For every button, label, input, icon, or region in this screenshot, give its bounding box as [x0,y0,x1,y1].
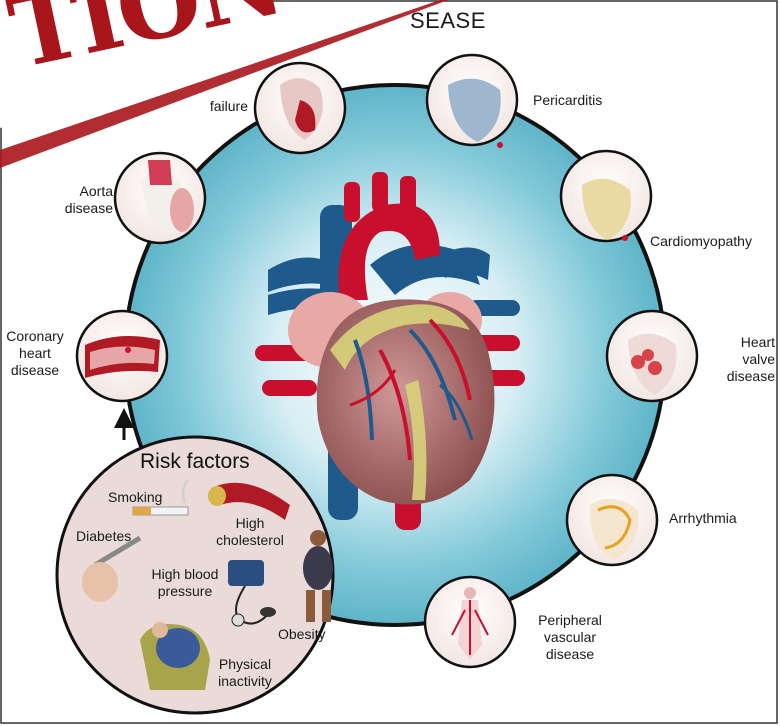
label-high-blood-pressure: High blood pressure [140,566,230,600]
label-pericarditis: Pericarditis [533,92,602,109]
label-diabetes: Diabetes [76,528,131,545]
bubble-arrhythmia [567,475,657,565]
label-coronary-line1: Coronary [0,328,70,345]
label-inactivity-line1: Physical [210,656,280,673]
bubble-valve [607,311,697,401]
label-high-cholesterol: High cholesterol [205,515,295,549]
bubble-cardiomyopathy [561,151,651,241]
label-peripheral-line3: disease [525,646,615,663]
label-aorta-line1: Aorta [40,183,113,200]
label-peripheral-line1: Peripheral [525,612,615,629]
label-coronary-heart-disease: Coronary heart disease [0,328,70,379]
label-physical-inactivity: Physical inactivity [210,656,280,690]
label-heart-valve-disease: Heart valve disease [700,334,775,385]
label-coronary-line3: disease [0,362,70,379]
label-aorta-line2: disease [40,200,113,217]
bubble-aorta [115,153,205,243]
label-coronary-line2: heart [0,345,70,362]
label-valve-line2: valve [700,351,775,368]
label-blood-pressure-line2: pressure [140,583,230,600]
bubble-peripheral [425,577,515,667]
label-cholesterol-line1: High [205,515,295,532]
label-peripheral-line2: vascular [525,629,615,646]
risk-factors-title: Risk factors [140,450,250,474]
label-arrhythmia: Arrhythmia [669,510,737,527]
label-inactivity-line2: inactivity [210,673,280,690]
label-cardiomyopathy: Cardiomyopathy [650,233,752,250]
label-cholesterol-line2: cholesterol [205,532,295,549]
diagram-title-fragment: SEASE [410,8,486,34]
label-valve-line3: disease [700,368,775,385]
bubble-coronary [77,311,167,401]
label-smoking: Smoking [108,489,162,506]
label-blood-pressure-line1: High blood [140,566,230,583]
label-valve-line1: Heart [700,334,775,351]
label-aorta-disease: Aorta disease [40,183,113,217]
label-heart-failure: failure [180,98,248,115]
label-peripheral-vascular-disease: Peripheral vascular disease [525,612,615,663]
bubble-heart-failure [255,63,345,153]
label-obesity: Obesity [278,626,325,643]
